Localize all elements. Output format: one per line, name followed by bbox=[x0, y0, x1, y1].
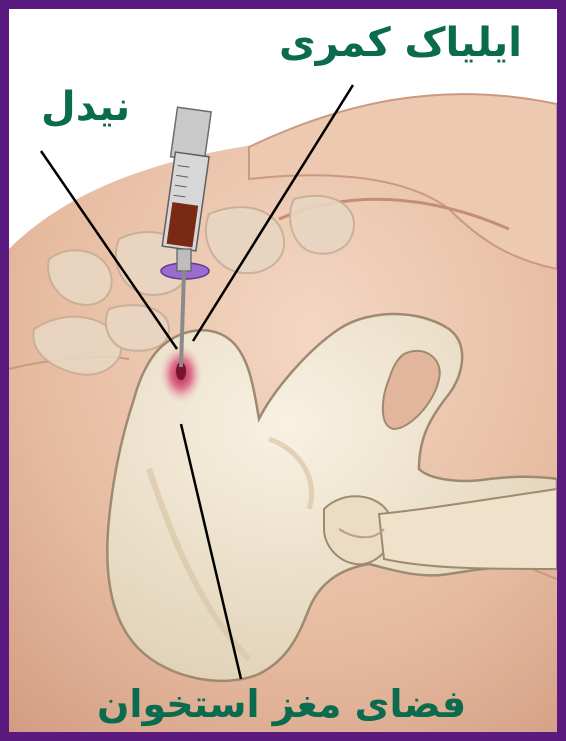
needle-hub bbox=[177, 249, 191, 271]
label-bone-marrow-space: فضای مغز استخوان bbox=[97, 685, 466, 723]
label-needle: نیدل bbox=[41, 87, 130, 127]
label-iliac-crest: ایلیاک کمری bbox=[279, 23, 522, 63]
